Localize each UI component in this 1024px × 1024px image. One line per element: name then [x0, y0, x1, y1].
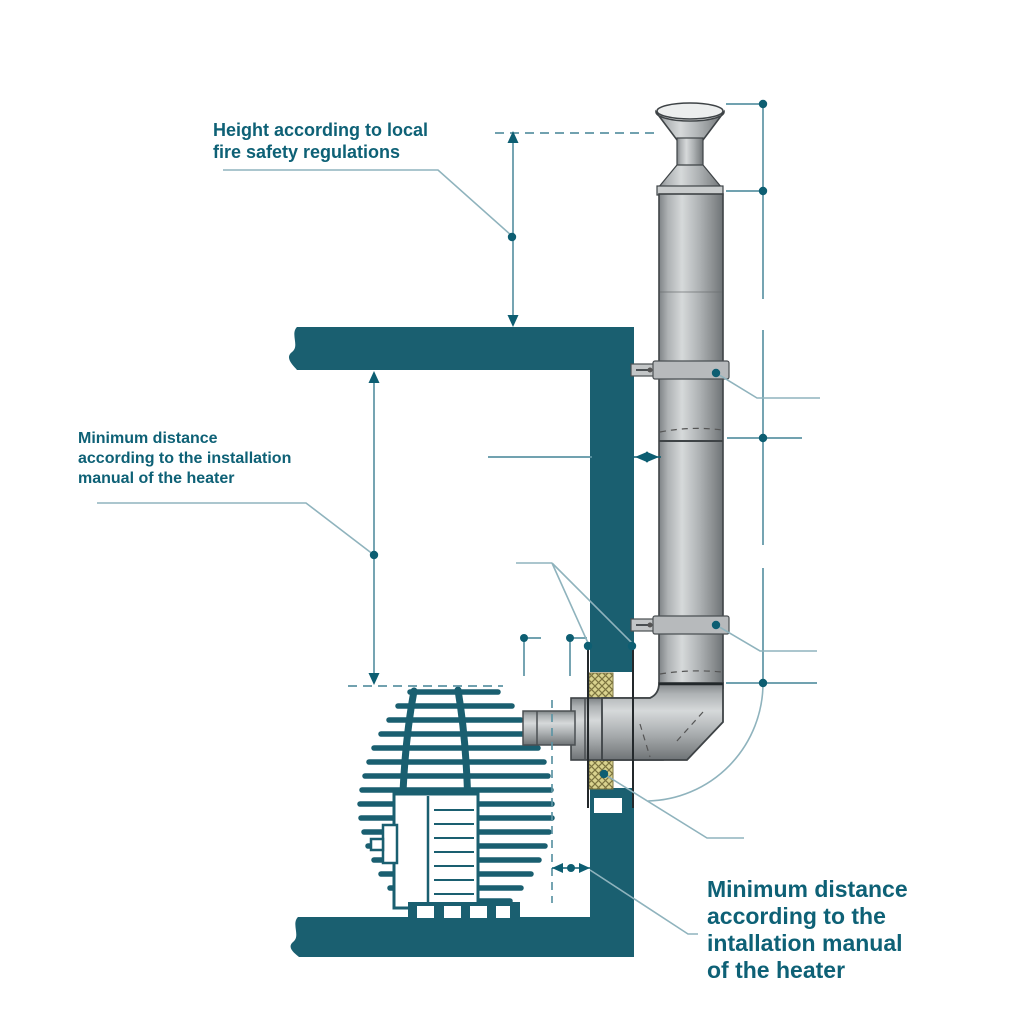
label-line: manual of the heater — [78, 470, 235, 487]
wall-upper — [590, 368, 634, 672]
heater-base — [408, 902, 520, 918]
label-line: fire safety regulations — [213, 142, 401, 162]
dimension-lines — [348, 103, 817, 903]
door-handle-knob — [369, 837, 385, 852]
right-dimension-line — [726, 103, 817, 684]
leader-height-label — [223, 169, 513, 237]
leader-pipe-joint-lower — [715, 624, 817, 652]
clearance-radius-arc — [647, 682, 764, 802]
leader-sleeve — [516, 562, 633, 644]
penetration-sleeve — [587, 645, 634, 808]
label-line: of the heater — [707, 957, 846, 983]
building-structure — [288, 327, 634, 957]
floor-slab — [290, 917, 634, 957]
sauna-heater — [357, 686, 555, 918]
leader-lines — [97, 169, 820, 935]
wall-bracket-upper — [630, 360, 730, 380]
dimension-arrowheads — [368, 131, 659, 873]
label-line: Height according to local — [213, 120, 429, 140]
sleeve-gap-ticks — [523, 637, 587, 676]
heater-spigot — [522, 710, 576, 746]
label-min-distance-wall: Minimum distance according to the instal… — [78, 429, 291, 489]
door-handle — [381, 823, 399, 865]
leader-pipe-joint-upper — [715, 372, 820, 399]
label-line: according to the installation — [78, 450, 292, 467]
label-min-distance-heater: Minimum distance according to the intall… — [707, 876, 908, 984]
pipe-elbow — [601, 682, 724, 761]
chimney-pipe — [658, 193, 724, 689]
leader-insulation — [603, 773, 744, 839]
marker-dots — [369, 99, 768, 872]
wall-bracket-lower — [630, 615, 730, 635]
ceiling-beam — [288, 327, 634, 370]
label-line: according to the — [707, 903, 886, 929]
wall-hatch-box — [592, 796, 624, 815]
rain-cap — [655, 102, 725, 196]
label-line: Minimum distance — [78, 430, 218, 447]
label-line: Minimum distance — [707, 876, 908, 902]
label-height-regulation: Height according to local fire safety re… — [213, 119, 428, 163]
chimney — [522, 102, 730, 808]
label-line: intallation manual — [707, 930, 903, 956]
wall-penetration-insulation — [588, 672, 614, 790]
leader-min-left-label — [97, 502, 375, 556]
heater-door — [369, 792, 480, 910]
leader-min-bottom-label — [589, 869, 698, 935]
